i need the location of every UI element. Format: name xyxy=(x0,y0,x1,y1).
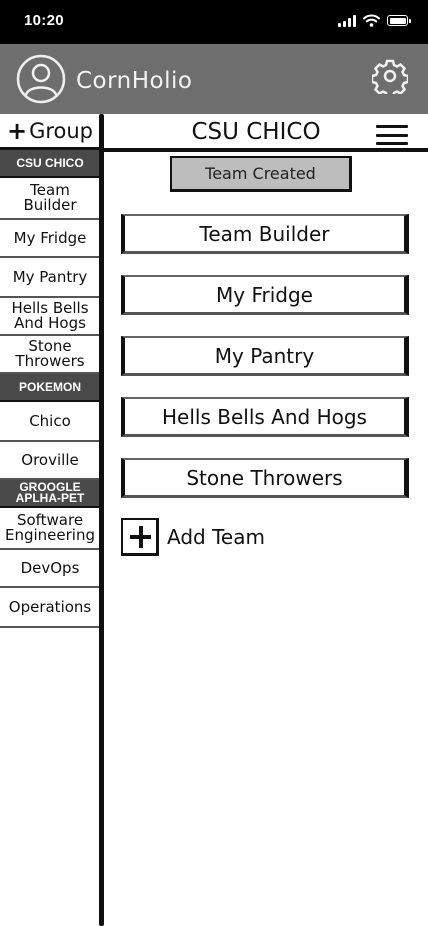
sidebar-item-operations[interactable]: Operations xyxy=(0,588,100,628)
sidebar-divider xyxy=(99,114,104,926)
team-card-my-fridge[interactable]: My Fridge xyxy=(121,275,409,315)
team-card-my-pantry[interactable]: My Pantry xyxy=(121,336,409,376)
battery-icon xyxy=(387,15,411,26)
app-title: CornHolio xyxy=(76,68,193,94)
sidebar-item-oroville[interactable]: Oroville xyxy=(0,442,100,480)
section-header-groogle[interactable]: GROOGLE APLHA-PET xyxy=(0,480,100,508)
add-team-button[interactable]: Add Team xyxy=(121,518,265,556)
add-team-label: Add Team xyxy=(167,525,265,549)
section-header-pokemon[interactable]: POKEMON xyxy=(0,374,100,402)
status-bar: 10:20 xyxy=(0,0,428,44)
user-avatar-icon[interactable] xyxy=(16,54,66,104)
sidebar-item-software-engineering[interactable]: Software Engineering xyxy=(0,508,100,550)
plus-square-icon xyxy=(121,518,159,556)
page-title: CSU CHICO xyxy=(191,119,321,145)
main-header: CSU CHICO xyxy=(104,114,428,152)
sidebar-item-my-fridge[interactable]: My Fridge xyxy=(0,220,100,258)
status-toast: Team Created xyxy=(170,156,352,192)
plus-icon: + xyxy=(6,116,28,145)
sidebar-item-team-builder[interactable]: Team Builder xyxy=(0,178,100,220)
group-sidebar: + Group CSU CHICO Team Builder My Fridge… xyxy=(0,114,100,926)
gear-icon[interactable] xyxy=(372,58,408,94)
add-group-label: Group xyxy=(29,118,94,143)
wifi-icon xyxy=(363,14,380,27)
sidebar-item-devops[interactable]: DevOps xyxy=(0,550,100,588)
sidebar-item-chico[interactable]: Chico xyxy=(0,402,100,442)
team-card-stone-throwers[interactable]: Stone Throwers xyxy=(121,458,409,498)
sidebar-item-hells-bells[interactable]: Hells Bells And Hogs xyxy=(0,298,100,336)
status-icons xyxy=(338,14,411,27)
app-header: CornHolio xyxy=(0,44,428,114)
hamburger-menu-icon[interactable] xyxy=(376,125,408,145)
main-panel: CSU CHICO Team Created Team Builder My F… xyxy=(104,114,428,926)
team-card-team-builder[interactable]: Team Builder xyxy=(121,214,409,254)
signal-icon xyxy=(338,14,356,27)
sidebar-item-my-pantry[interactable]: My Pantry xyxy=(0,258,100,298)
team-card-hells-bells[interactable]: Hells Bells And Hogs xyxy=(121,397,409,437)
status-time: 10:20 xyxy=(24,12,64,29)
section-header-csu-chico[interactable]: CSU CHICO xyxy=(0,150,100,178)
add-group-button[interactable]: + Group xyxy=(0,114,100,150)
sidebar-item-stone-throwers[interactable]: Stone Throwers xyxy=(0,336,100,374)
